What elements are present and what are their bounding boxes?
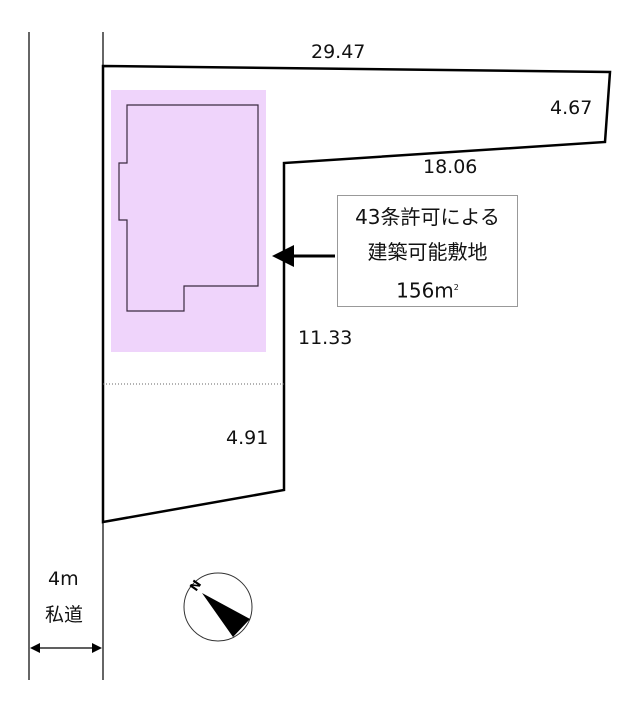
arrow-head	[272, 245, 294, 267]
road-type: 私道	[45, 604, 84, 626]
dim-right-side: 11.33	[298, 327, 353, 349]
dim-bottom: 4.91	[226, 427, 269, 449]
area-value: 156m	[396, 278, 454, 303]
road-width: 4m	[48, 568, 79, 590]
callout-box: 43条許可による 建築可能敷地 156m2	[337, 195, 518, 307]
north-compass-icon: N	[183, 572, 253, 642]
dim-top: 29.47	[311, 41, 366, 63]
arrow-head-right	[92, 643, 102, 653]
buildable-area	[111, 90, 266, 352]
callout-area: 156m2	[338, 270, 517, 309]
callout-line2: 建築可能敷地	[367, 240, 488, 264]
dim-right-end: 4.67	[550, 97, 593, 119]
building-footprint	[118, 104, 259, 312]
callout-line1: 43条許可による	[355, 205, 500, 229]
area-unit: 2	[453, 283, 459, 292]
lot-boundary	[101, 64, 612, 524]
arrow-head-left	[30, 643, 40, 653]
dim-step: 18.06	[423, 156, 478, 178]
